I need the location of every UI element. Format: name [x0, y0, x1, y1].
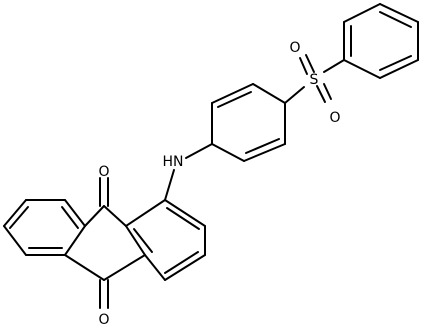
sulfonyl-oxygen-right-label: O [329, 110, 340, 126]
bond [64, 199, 86, 227]
bond [164, 254, 206, 281]
sulfonyl-sulfur-label: S [310, 72, 319, 88]
bond [84, 205, 105, 227]
bond [379, 3, 419, 23]
bond [144, 254, 166, 281]
bond [211, 83, 254, 104]
bond [211, 143, 245, 162]
bond [323, 59, 345, 73]
bond [343, 59, 381, 79]
bond [166, 207, 200, 230]
bond [379, 59, 419, 79]
bond [379, 55, 412, 71]
bond [245, 138, 280, 154]
bond [103, 254, 146, 281]
bond [305, 54, 315, 73]
bonds [3, 3, 419, 309]
bond [133, 228, 153, 253]
bond [9, 206, 29, 229]
bond [61, 206, 79, 229]
bond [103, 205, 127, 227]
bond [217, 91, 252, 108]
atom-labels: O O HN S O O [98, 40, 340, 328]
bond [64, 225, 86, 256]
bond [343, 3, 381, 23]
bond [299, 57, 308, 75]
bond [252, 83, 286, 104]
bond [125, 199, 166, 227]
bond [125, 225, 146, 256]
bond [164, 169, 175, 201]
bond [3, 199, 27, 227]
carbonyl-top-oxygen-label: O [98, 164, 109, 180]
bond [316, 85, 326, 103]
bond [243, 143, 286, 162]
bond [164, 251, 199, 274]
amine-nh-label: HN [163, 154, 184, 170]
bond [64, 254, 105, 281]
bond [3, 225, 27, 256]
bond [284, 86, 305, 104]
bond [379, 11, 412, 28]
sulfonyl-oxygen-left-label: O [289, 40, 300, 56]
bond [164, 199, 206, 227]
bond [185, 143, 213, 159]
carbonyl-bottom-oxygen-label: O [98, 312, 109, 328]
bond [323, 83, 332, 100]
